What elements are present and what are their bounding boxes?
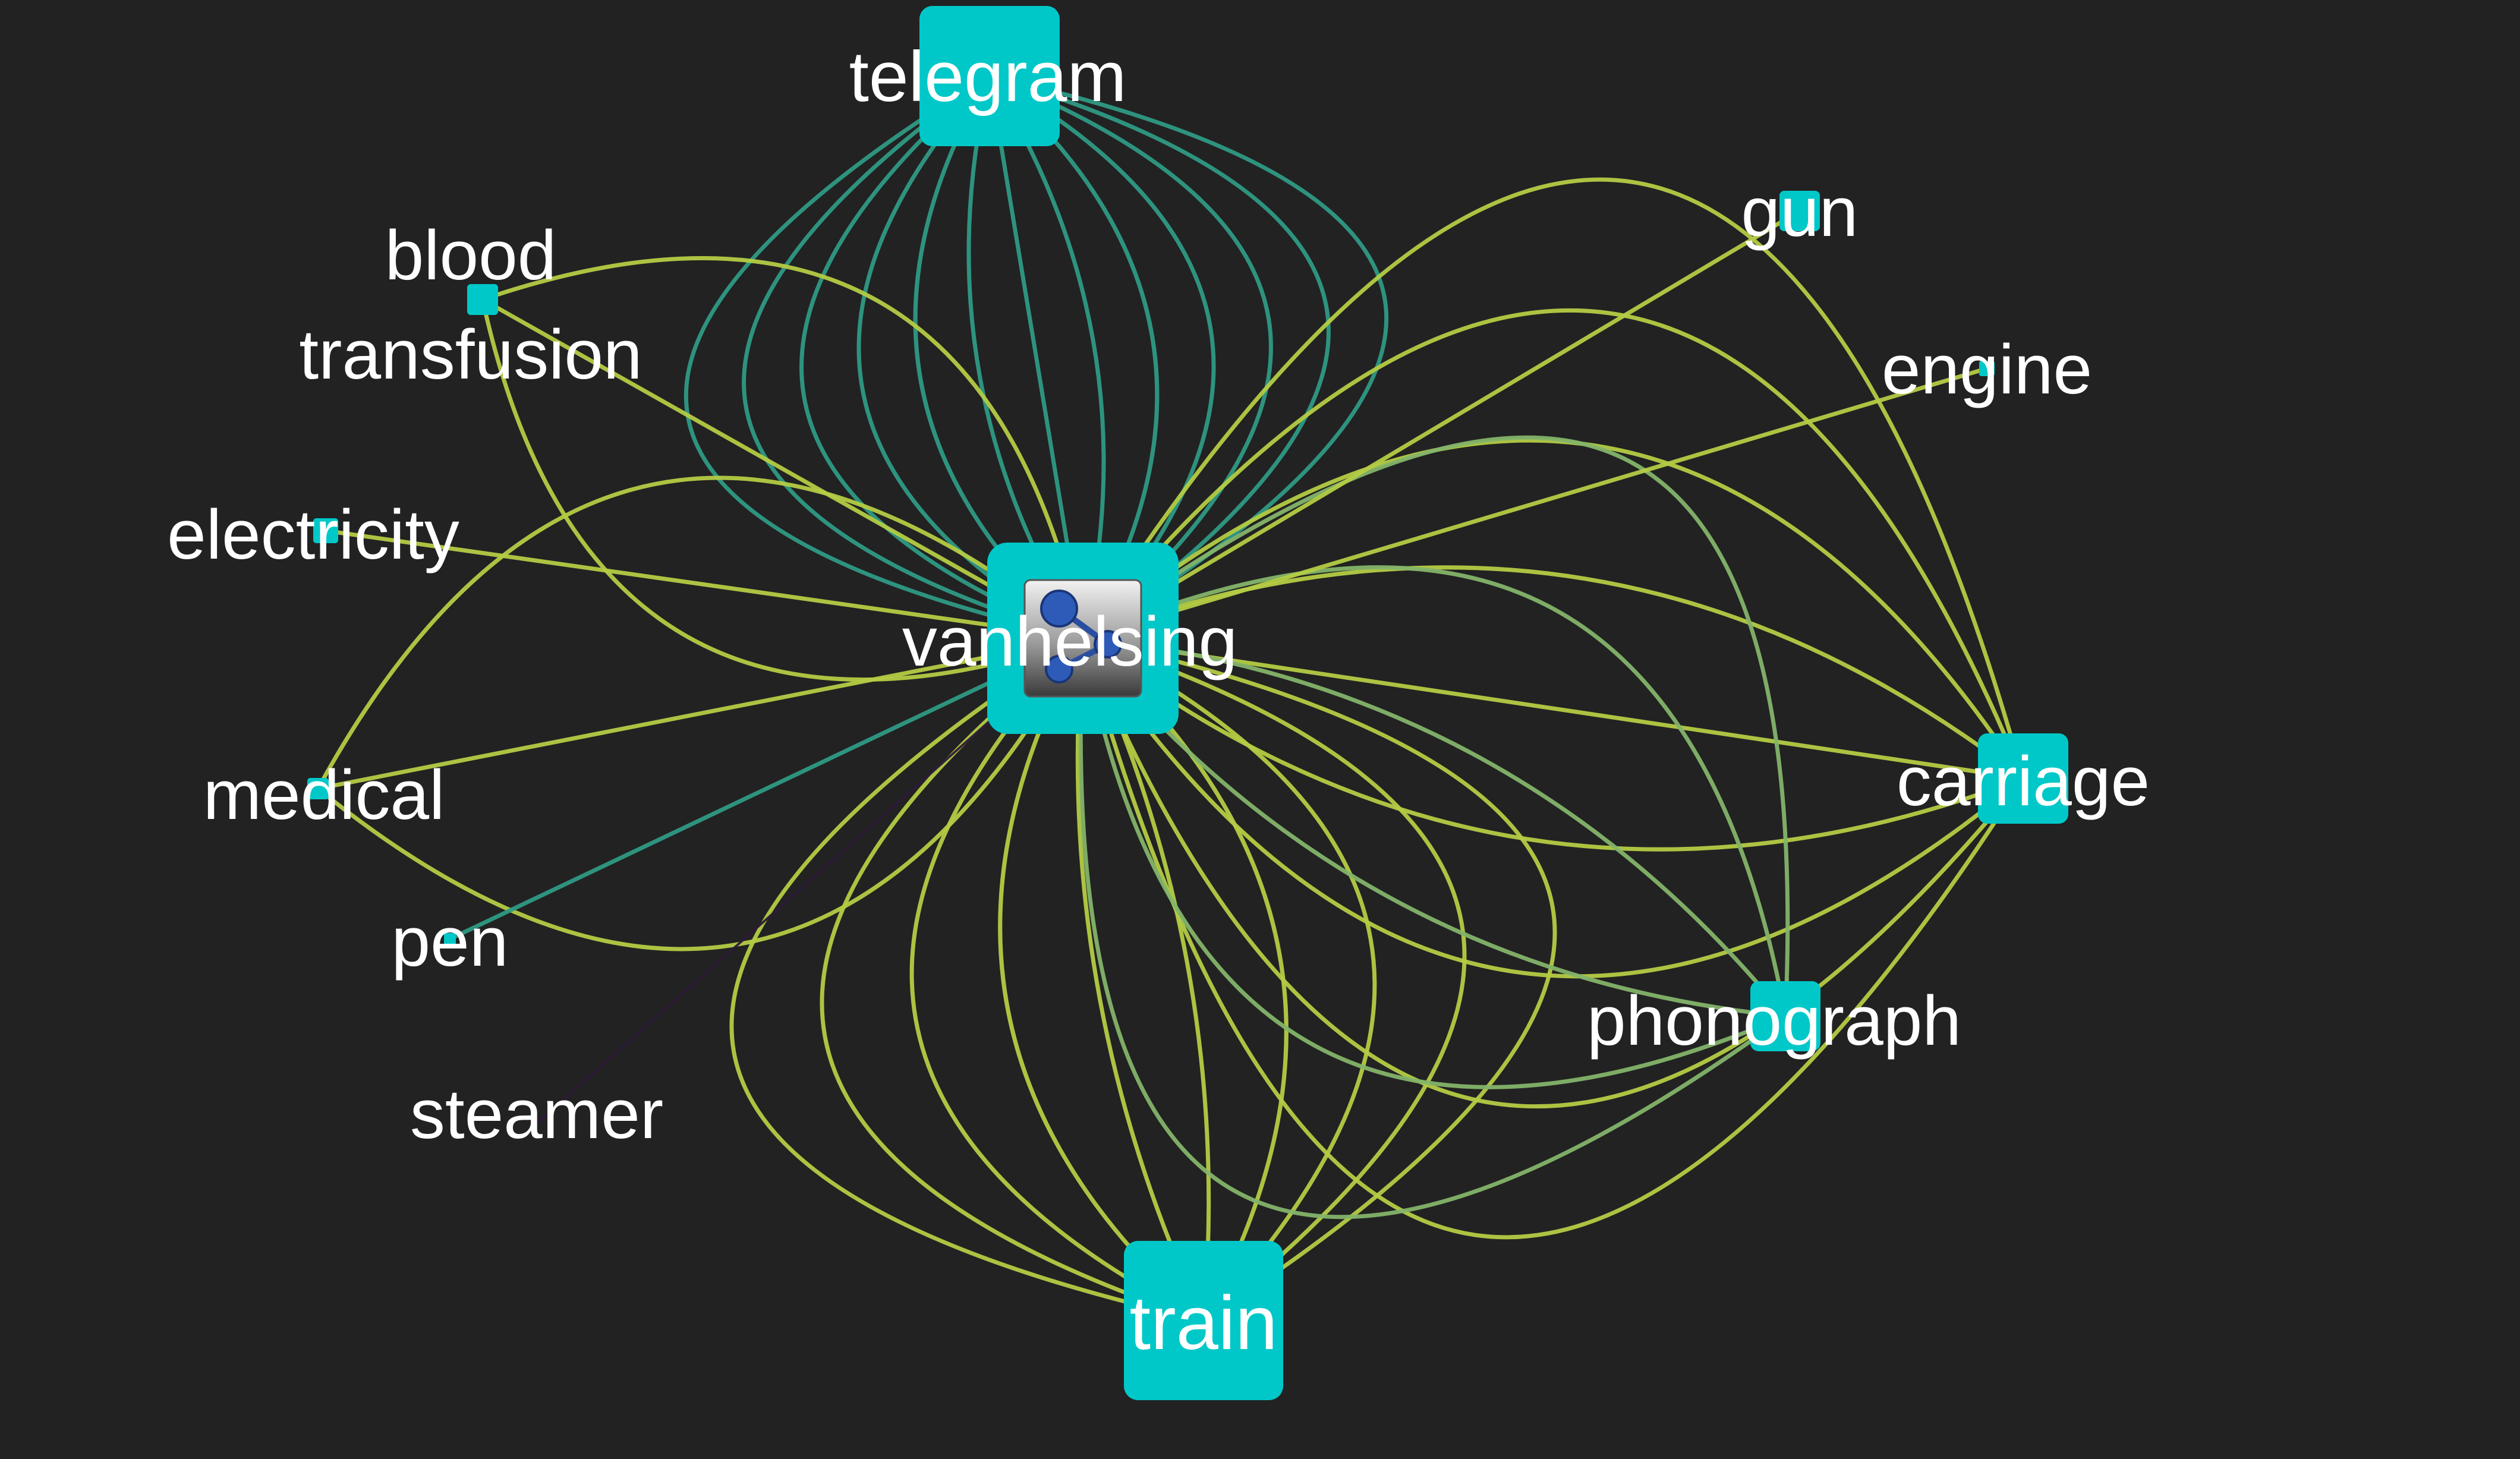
label-layer: telegram gun engine blood transfusion el… [167,37,2150,1366]
node-label-steamer: steamer [410,1075,663,1154]
node-pen[interactable] [444,933,456,945]
edge-train-8 [909,636,1205,1323]
edge-train-10 [729,636,1204,1323]
node-electricity[interactable] [313,518,338,543]
node-gun[interactable] [1779,191,1820,231]
edge-phonograph-5 [1081,638,1787,1089]
node-train[interactable] [1124,1241,1283,1400]
edge-carriage-2 [1081,308,2026,780]
node-label-gun: gun [1741,173,1858,251]
edge-carriage-1 [1081,177,2026,779]
edge-phonograph-4 [1081,636,1786,1019]
edge-medical-2 [317,636,1083,791]
node-label-train: train [1130,1281,1278,1366]
node-label-electricity: electricity [167,496,459,574]
edge-telegram-3 [799,74,1084,641]
edge-medical-1 [316,637,1085,951]
node-layer [307,6,2068,1400]
edge-telegram-10 [988,74,1216,640]
node-label-phonograph: phonograph [1587,982,1961,1060]
node-label-blood: blood [385,216,557,295]
node-medical[interactable] [307,778,329,799]
edge-gun-1 [1082,209,1801,641]
edge-train-6 [1075,638,1206,1322]
edge-telegram-12 [989,74,1331,640]
edge-medical-3 [316,475,1085,790]
edge-telegram-4 [856,74,1084,641]
network-app-icon [1023,579,1142,698]
node-label-medical: medical [203,756,445,834]
edge-carriage-8 [1081,637,2025,1109]
edge-phonograph-1 [1081,435,1790,1017]
edge-engine-1 [1082,366,1988,641]
node-phonograph[interactable] [1750,981,1820,1051]
edge-carriage-6 [1081,636,2024,852]
edge-train-9 [820,636,1205,1323]
node-blood_transfusion[interactable] [467,284,498,315]
node-engine[interactable] [1979,361,1995,376]
edge-phonograph-2 [1082,565,1788,1017]
node-label-carriage: carriage [1897,742,2150,821]
edge-phonograph-3 [1082,636,1787,1018]
edge-train-7 [998,637,1205,1322]
edge-train-1 [1082,636,1557,1322]
edge-train-2 [1082,636,1467,1322]
node-label-vanhelsing: vanhelsing [902,603,1237,681]
edge-carriage-9 [1081,638,2025,1240]
node-telegram[interactable] [919,6,1060,146]
edge-phonograph-6 [1078,638,1787,1219]
node-label-pen: pen [392,903,509,981]
edge-train-3 [1082,636,1377,1322]
node-carriage[interactable] [1978,733,2068,824]
edge-telegram-2 [742,74,1083,641]
edge-carriage-7 [1081,637,2025,979]
node-label-engine: engine [1882,330,2092,409]
edge-electricity-1 [325,528,1083,641]
edge-blood_transfusion-3 [481,256,1085,639]
edge-blood_transfusion-1 [480,299,1084,682]
edge-telegram-11 [988,74,1273,640]
node-label-transfusion: transfusion [299,316,642,394]
node-label-telegram: telegram [849,37,1127,116]
